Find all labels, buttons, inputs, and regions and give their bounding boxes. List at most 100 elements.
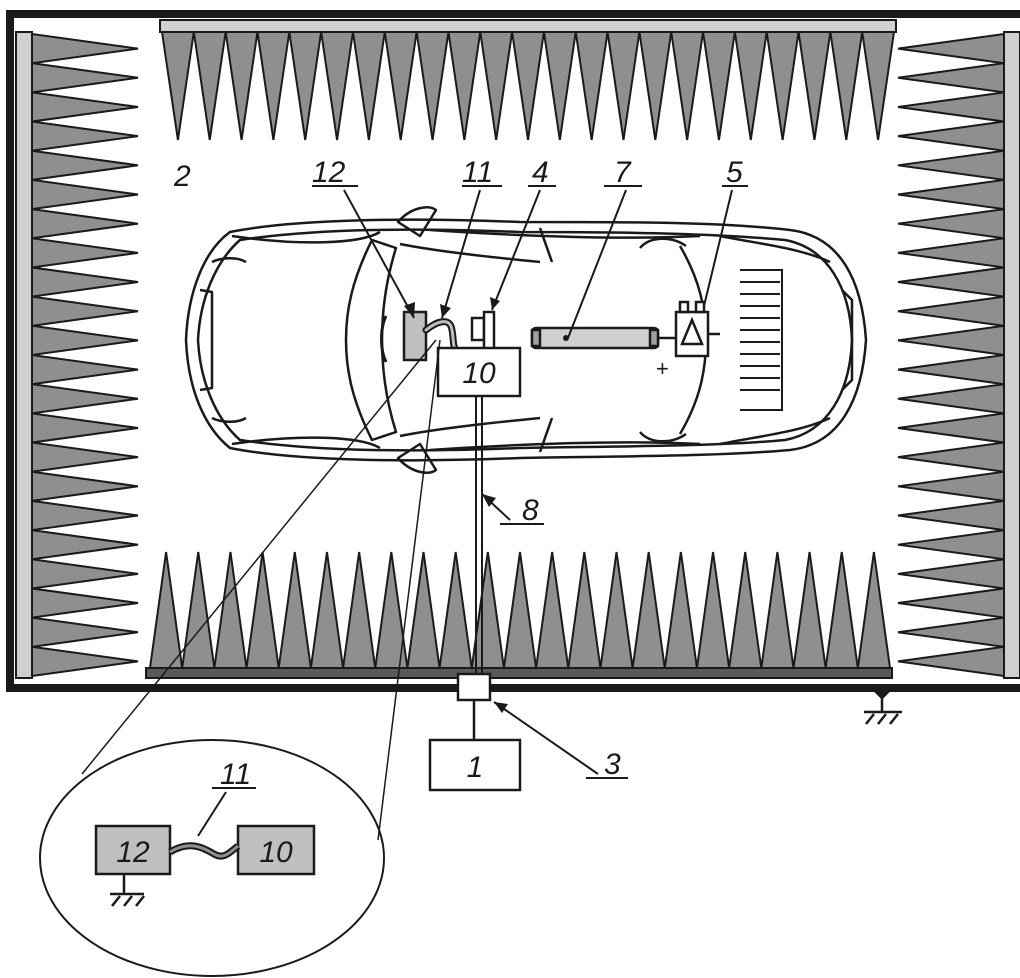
absorber-cone bbox=[245, 551, 280, 669]
absorber-cone bbox=[256, 31, 291, 141]
leader-arrowheads bbox=[404, 297, 508, 713]
absorber-cone bbox=[309, 551, 345, 669]
absorber-cone bbox=[31, 383, 139, 415]
box-10-top-label: 10 bbox=[462, 357, 496, 390]
detail-circle bbox=[39, 739, 385, 977]
trunk-line bbox=[719, 234, 831, 264]
rear-lip-bottom bbox=[639, 431, 687, 443]
polarity-mark: + bbox=[656, 356, 669, 381]
label-12: 12 bbox=[312, 156, 346, 189]
absorber-cone bbox=[897, 178, 1005, 211]
absorber-cone bbox=[599, 551, 634, 669]
absorber-cone bbox=[897, 558, 1005, 590]
absorber-cone bbox=[447, 31, 482, 141]
absorber-cone bbox=[701, 31, 737, 141]
absorber-cone bbox=[727, 551, 763, 669]
absorber-cone bbox=[415, 31, 450, 141]
car-body-outline bbox=[184, 218, 868, 462]
absorber-cone bbox=[160, 31, 195, 141]
absorber-cone bbox=[897, 207, 1005, 240]
chamber-left-strip bbox=[15, 31, 33, 679]
absorber-cone bbox=[638, 31, 673, 141]
absorber-cone bbox=[31, 207, 139, 240]
absorber-cone bbox=[897, 91, 1005, 123]
absorber-cone bbox=[897, 62, 1005, 94]
absorber-cone bbox=[897, 441, 1005, 473]
absorber-cone bbox=[148, 551, 184, 669]
absorber-cone bbox=[797, 31, 832, 141]
absorber-cone bbox=[31, 324, 139, 357]
absorber-cone bbox=[224, 31, 259, 141]
harness-block-12 bbox=[402, 310, 428, 362]
vehicle-under-test bbox=[184, 206, 868, 474]
absorber-cone bbox=[31, 528, 139, 561]
chamber-floor-plate bbox=[145, 667, 893, 679]
roof-front-line bbox=[399, 242, 541, 264]
leader-lines bbox=[197, 185, 748, 837]
absorber-cone bbox=[663, 551, 699, 669]
absorbers-left bbox=[31, 32, 139, 678]
absorber-cone bbox=[31, 412, 139, 444]
door-pillar-bottom bbox=[538, 417, 554, 453]
absorber-cone bbox=[31, 587, 139, 619]
detail-block-10 bbox=[236, 824, 316, 876]
absorber-cone bbox=[897, 120, 1005, 152]
generator-1 bbox=[428, 738, 522, 792]
absorber-cone bbox=[181, 551, 216, 669]
door-pillar-top bbox=[538, 227, 554, 263]
absorbers-right bbox=[897, 32, 1005, 678]
roof-front-line-2 bbox=[399, 416, 541, 438]
absorber-cone bbox=[765, 31, 800, 141]
absorber-cone bbox=[897, 295, 1005, 327]
absorber-cone bbox=[733, 31, 768, 141]
absorber-cone bbox=[374, 551, 409, 669]
absorber-cone bbox=[31, 295, 139, 327]
absorber-cone bbox=[861, 31, 896, 141]
front-grille-left bbox=[199, 288, 214, 392]
absorber-cone bbox=[606, 31, 641, 141]
detail-ground-icon bbox=[110, 874, 145, 907]
battery-icon bbox=[674, 300, 720, 358]
absorber-cone bbox=[319, 31, 355, 141]
absorber-cone bbox=[31, 645, 139, 678]
rear-lip-top bbox=[639, 237, 687, 249]
absorber-cone bbox=[510, 31, 546, 141]
absorber-cone bbox=[31, 237, 139, 269]
detail-leader-left bbox=[81, 339, 437, 775]
detail-leader-right bbox=[377, 339, 441, 841]
chamber-top-bar bbox=[159, 19, 897, 33]
absorber-cone bbox=[897, 616, 1005, 648]
label-5: 5 bbox=[726, 156, 743, 189]
box-10-top bbox=[436, 346, 522, 398]
mirror-right bbox=[396, 442, 438, 474]
absorber-cone bbox=[31, 120, 139, 152]
absorber-cone bbox=[277, 551, 313, 669]
absorbers-bottom bbox=[148, 551, 892, 669]
absorber-cone bbox=[792, 551, 827, 669]
absorber-cone bbox=[502, 551, 538, 669]
absorber-cone bbox=[31, 441, 139, 473]
absorber-cone bbox=[574, 31, 609, 141]
absorber-cone bbox=[31, 178, 139, 211]
absorber-cone bbox=[31, 91, 139, 123]
chamber-ground-icon bbox=[864, 688, 902, 725]
rear-grille bbox=[740, 269, 783, 411]
chamber bbox=[6, 10, 1020, 692]
detail-block-12-label: 12 bbox=[116, 836, 150, 869]
absorber-cone bbox=[897, 528, 1005, 561]
absorber-cone bbox=[897, 587, 1005, 619]
absorber-cone bbox=[542, 31, 577, 141]
absorber-cone bbox=[695, 551, 731, 669]
absorber-cone bbox=[383, 31, 418, 141]
label-3: 3 bbox=[604, 748, 621, 781]
absorber-cone bbox=[897, 266, 1005, 298]
absorber-cone bbox=[760, 551, 795, 669]
absorber-cone bbox=[31, 149, 139, 182]
windshield bbox=[344, 238, 398, 442]
absorber-cone bbox=[31, 62, 139, 94]
absorber-cone bbox=[31, 32, 139, 65]
absorber-cone bbox=[897, 645, 1005, 678]
cabin-top-edge bbox=[429, 228, 701, 239]
car-hood-line-2 bbox=[231, 436, 381, 450]
label-chamber: 2 bbox=[173, 160, 191, 193]
